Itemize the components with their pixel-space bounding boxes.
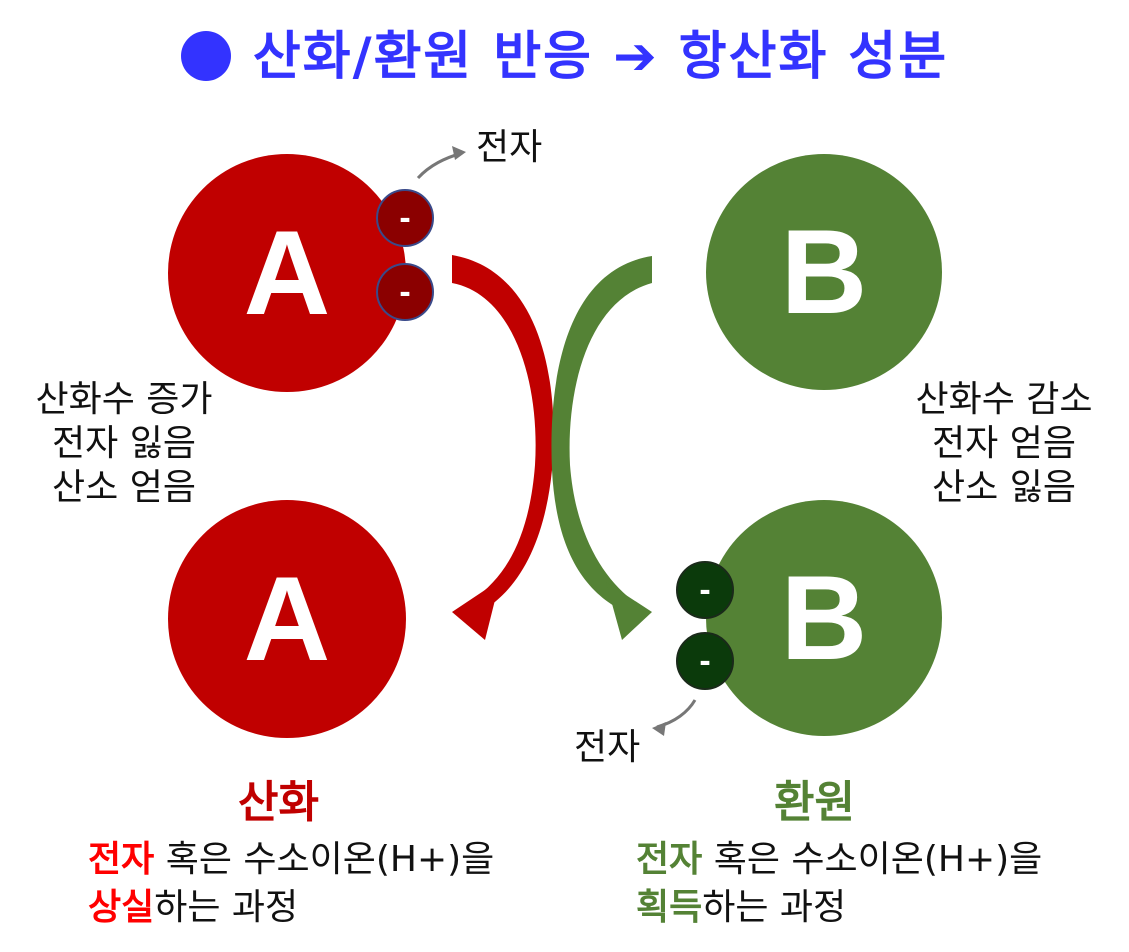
electron-out-arrowhead — [452, 146, 466, 160]
reduction-keyword-electron: 전자 — [636, 839, 703, 880]
reduction-note: 산소 잃음 — [932, 467, 1076, 508]
oxidation-notes: 산화수 증가 전자 잃음 산소 얻음 — [18, 378, 230, 510]
molecule-b-after-label: B — [780, 551, 868, 685]
reduction-arrow — [551, 256, 652, 612]
electron-in-arrowhead — [652, 722, 666, 736]
oxidation-description: 전자 혹은 수소이온(H+)을 상실하는 과정 — [88, 836, 494, 932]
electron-a-1: - — [376, 189, 434, 247]
oxidation-arrow — [452, 255, 554, 612]
electron-in-arrow — [656, 699, 697, 729]
reduction-arrowhead — [606, 582, 652, 640]
electron-symbol: - — [399, 198, 411, 237]
oxidation-keyword-loss: 상실 — [88, 887, 155, 928]
page-title: 산화/환원 반응 ➔ 항산화 성분 — [0, 14, 1129, 89]
electron-label-bottom: 전자 — [574, 727, 641, 768]
electron-a-2: - — [376, 263, 434, 321]
oxidation-text-2: 하는 과정 — [154, 887, 299, 928]
oxidation-note: 전자 잃음 — [52, 423, 196, 464]
reduction-keyword-gain: 획득 — [636, 887, 703, 928]
molecule-a-after: A — [168, 500, 406, 738]
electron-symbol: - — [399, 272, 411, 311]
oxidation-title: 산화 — [238, 777, 319, 828]
electron-b-2: - — [676, 632, 734, 690]
bullet-icon — [180, 31, 231, 81]
reduction-note: 전자 얻음 — [932, 423, 1076, 464]
electron-label-top: 전자 — [476, 127, 543, 168]
molecule-a-before-label: A — [243, 206, 331, 340]
molecule-a-before: A — [168, 154, 406, 392]
oxidation-note: 산소 얻음 — [52, 467, 196, 508]
oxidation-note: 산화수 증가 — [35, 379, 213, 420]
reduction-description: 전자 혹은 수소이온(H+)을 획득하는 과정 — [636, 836, 1042, 932]
page-title-text: 산화/환원 반응 ➔ 항산화 성분 — [252, 27, 949, 87]
reduction-title: 환원 — [774, 777, 855, 828]
reduction-text-1: 혹은 수소이온(H+)을 — [702, 839, 1043, 880]
electron-symbol: - — [699, 570, 711, 609]
molecule-b-after: B — [706, 500, 942, 736]
electron-symbol: - — [699, 641, 711, 680]
reduction-note: 산화수 감소 — [915, 379, 1093, 420]
oxidation-keyword-electron: 전자 — [88, 839, 155, 880]
molecule-a-after-label: A — [243, 552, 331, 686]
oxidation-arrowhead — [452, 580, 500, 640]
reduction-notes: 산화수 감소 전자 얻음 산소 잃음 — [898, 378, 1110, 510]
electron-b-1: - — [676, 561, 734, 619]
reduction-text-2: 하는 과정 — [702, 887, 847, 928]
oxidation-text-1: 혹은 수소이온(H+)을 — [154, 839, 495, 880]
molecule-b-before: B — [706, 154, 942, 390]
molecule-b-before-label: B — [780, 205, 868, 339]
